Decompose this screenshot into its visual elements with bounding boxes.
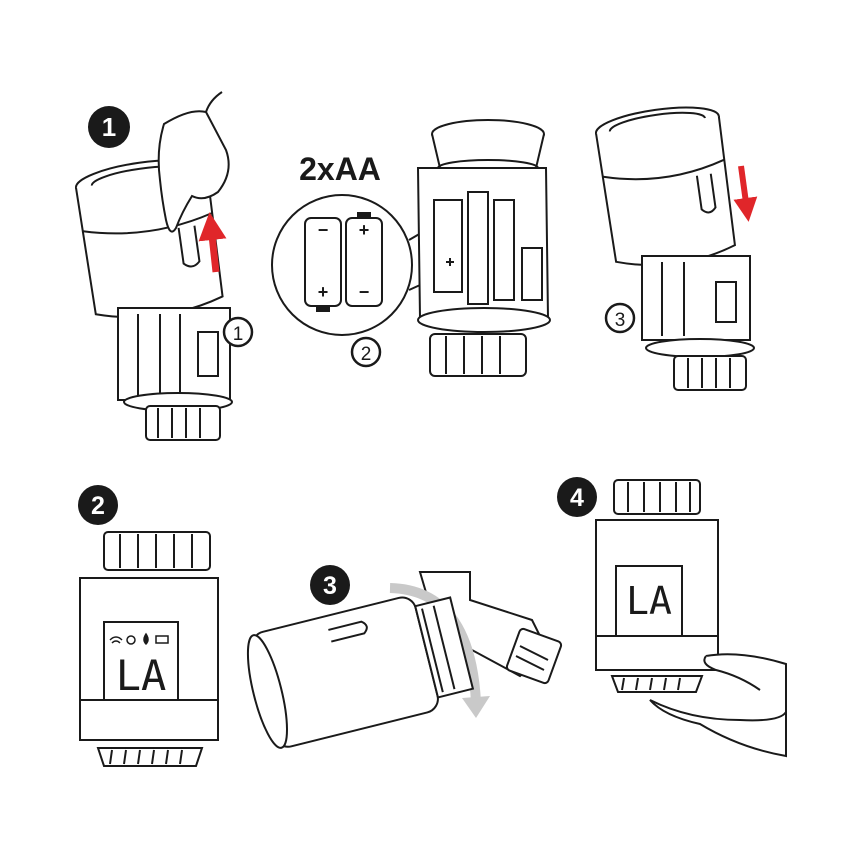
left-cell-top-sign: −	[318, 220, 329, 240]
thermostat-final-unit	[595, 479, 719, 693]
thermostat-open-mechanism	[416, 119, 551, 377]
wifi-icon	[109, 636, 123, 644]
battery-spec-label: 2xAA	[299, 151, 381, 187]
svg-text:2: 2	[91, 492, 105, 520]
battery-callout	[271, 194, 441, 336]
status-icons-row	[109, 632, 169, 646]
clock-icon	[126, 635, 136, 645]
thermostat-opening-unit	[74, 91, 233, 441]
radiator-valve	[418, 571, 563, 685]
svg-text:3: 3	[323, 572, 337, 600]
step4-badge: 4	[557, 477, 597, 517]
thermostat-closing-unit	[594, 106, 755, 391]
thermostat-display-unit	[79, 531, 219, 767]
step1-badge: 1	[88, 106, 130, 148]
thermostat-mounting-unit	[246, 596, 475, 749]
svg-text:3: 3	[615, 310, 626, 331]
right-cell-top-sign: +	[359, 220, 370, 240]
step2-badge: 2	[78, 485, 118, 525]
hand-icon	[649, 653, 787, 758]
right-cell-bottom-sign: −	[359, 282, 370, 302]
substep3-circle: 3	[604, 302, 636, 334]
flame-icon	[143, 632, 149, 646]
svg-text:4: 4	[570, 484, 584, 512]
svg-text:1: 1	[233, 324, 244, 345]
left-cell-bottom-sign: +	[318, 282, 329, 302]
battery-icon	[155, 635, 169, 644]
display-text-step4: LA	[626, 579, 672, 623]
svg-text:2: 2	[361, 344, 372, 365]
substep1-circle: 1	[222, 316, 254, 348]
push-down-arrow	[733, 165, 758, 222]
svg-text:1: 1	[102, 112, 116, 142]
step3-badge: 3	[310, 565, 350, 605]
substep2-circle: 2	[350, 336, 382, 368]
display-text-step2: LA	[116, 651, 167, 700]
pull-up-arrow	[198, 212, 227, 273]
